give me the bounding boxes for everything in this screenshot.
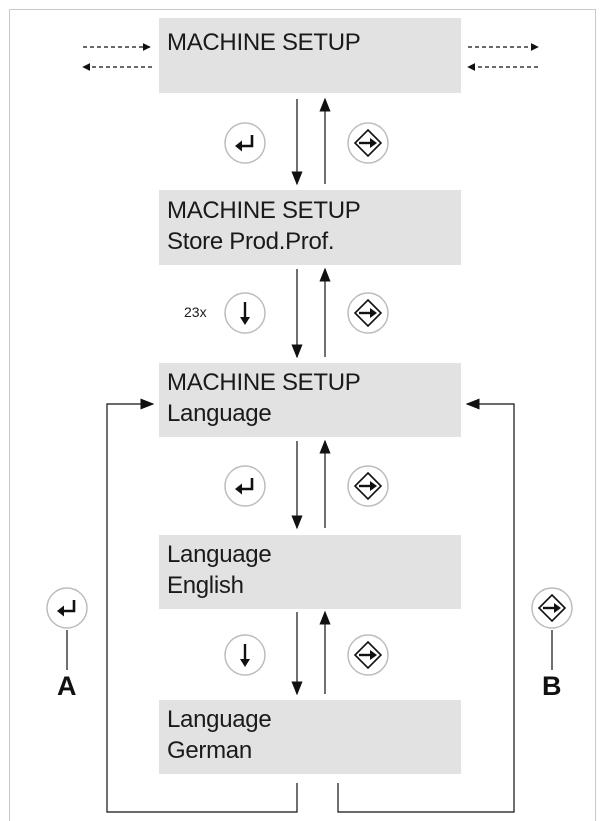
display-line-1: MACHINE SETUP bbox=[167, 197, 361, 224]
label-b: B bbox=[542, 671, 562, 701]
down-arrow-key-icon bbox=[223, 291, 267, 335]
escape-key-icon bbox=[346, 291, 390, 335]
dashed-arrows bbox=[82, 43, 539, 71]
enter-key-icon bbox=[45, 586, 89, 630]
escape-key-icon bbox=[346, 121, 390, 165]
label-a: A bbox=[57, 671, 77, 701]
display-line-2: German bbox=[167, 737, 252, 764]
display-line-1: Language bbox=[167, 541, 272, 568]
display-line-2: Store Prod.Prof. bbox=[167, 228, 335, 255]
display-line-1: Language bbox=[167, 706, 272, 733]
down-arrow-key-icon bbox=[223, 633, 267, 677]
display-line-1: MACHINE SETUP bbox=[167, 29, 361, 56]
display-german: Language German bbox=[159, 700, 461, 774]
display-store-prod-prof: MACHINE SETUP Store Prod.Prof. bbox=[159, 190, 461, 265]
escape-key-icon bbox=[346, 464, 390, 508]
repeat-count-label: 23x bbox=[184, 304, 207, 320]
transition-arrows bbox=[291, 97, 331, 696]
enter-key-icon bbox=[223, 464, 267, 508]
display-line-2: English bbox=[167, 572, 244, 599]
display-machine-setup: MACHINE SETUP bbox=[159, 18, 461, 93]
escape-key-icon bbox=[530, 586, 574, 630]
display-line-2: Language bbox=[167, 400, 272, 427]
return-loops bbox=[66, 398, 553, 813]
display-english: Language English bbox=[159, 535, 461, 609]
display-language: MACHINE SETUP Language bbox=[159, 363, 461, 437]
escape-key-icon bbox=[346, 633, 390, 677]
diagram-frame bbox=[9, 9, 596, 821]
enter-key-icon bbox=[223, 121, 267, 165]
display-line-1: MACHINE SETUP bbox=[167, 369, 361, 396]
